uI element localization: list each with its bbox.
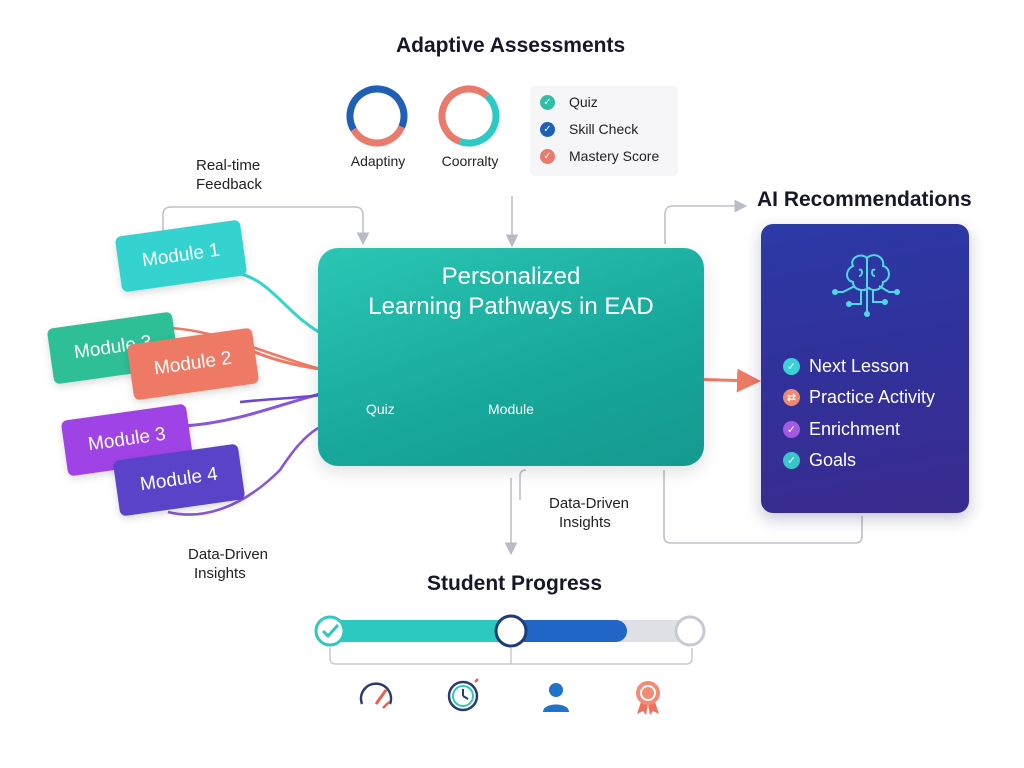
- recommendation-next-lesson[interactable]: ✓ Next Lesson: [783, 354, 909, 378]
- insights-return-connector: [663, 470, 863, 544]
- hub-node-label-quiz: Quiz: [366, 401, 395, 417]
- pathways-hub: Personalized Learning Pathways in EAD Qu…: [318, 248, 704, 466]
- stopwatch-icon: [447, 678, 479, 712]
- check-icon: ✓: [783, 357, 800, 375]
- check-icon: ✓: [540, 94, 555, 110]
- legend-item-skill-check: ✓ Skill Check: [540, 119, 638, 139]
- assessment-legend: ✓ Quiz ✓ Skill Check ✓ Mastery Score: [530, 86, 678, 176]
- ai-recommendations-title: AI Recommendations: [757, 188, 972, 211]
- ring-label-coorralty: Coorralty: [441, 153, 499, 169]
- swap-icon: ⇄: [783, 388, 800, 406]
- legend-item-mastery-score: ✓ Mastery Score: [540, 146, 659, 166]
- ai-recommendations-card: ✓ Next Lesson ⇄ Practice Activity ✓ Enri…: [761, 224, 969, 513]
- hub-title: Personalized Learning Pathways in EAD: [368, 263, 654, 320]
- legend-item-quiz: ✓ Quiz: [540, 92, 598, 112]
- insights-center-connector: [519, 469, 527, 500]
- adaptive-assessments-title: Adaptive Assessments: [396, 34, 626, 57]
- check-icon: ✓: [540, 121, 555, 137]
- insights-label-left: Data-Driven Insights: [188, 546, 269, 582]
- brain-circuit-icon: [832, 254, 900, 317]
- student-icon: [543, 683, 569, 712]
- check-icon: ✓: [783, 451, 800, 469]
- check-icon: ✓: [540, 148, 555, 164]
- hub-node-label-module: Module: [488, 401, 534, 417]
- ring-label-adaptiny: Adaptiny: [350, 153, 406, 169]
- ring-coorralty: [438, 85, 500, 147]
- progress-bracket: [329, 648, 693, 665]
- award-badge-icon: [636, 681, 660, 715]
- progress-bar: [314, 614, 706, 648]
- ai-connector: [664, 199, 748, 244]
- recommendation-practice-activity[interactable]: ⇄ Practice Activity: [783, 385, 935, 409]
- student-progress-title: Student Progress: [427, 572, 603, 595]
- check-icon: ✓: [783, 420, 800, 438]
- ring-adaptiny: [346, 85, 408, 147]
- speedometer-icon: [359, 682, 393, 709]
- feedback-label: Real-time Feedback: [196, 157, 262, 193]
- insights-label-center: Data-Driven Insights: [549, 495, 630, 531]
- recommendation-enrichment[interactable]: ✓ Enrichment: [783, 417, 900, 441]
- recommendation-goals[interactable]: ✓ Goals: [783, 448, 856, 472]
- flow-curve-violet: [239, 392, 331, 404]
